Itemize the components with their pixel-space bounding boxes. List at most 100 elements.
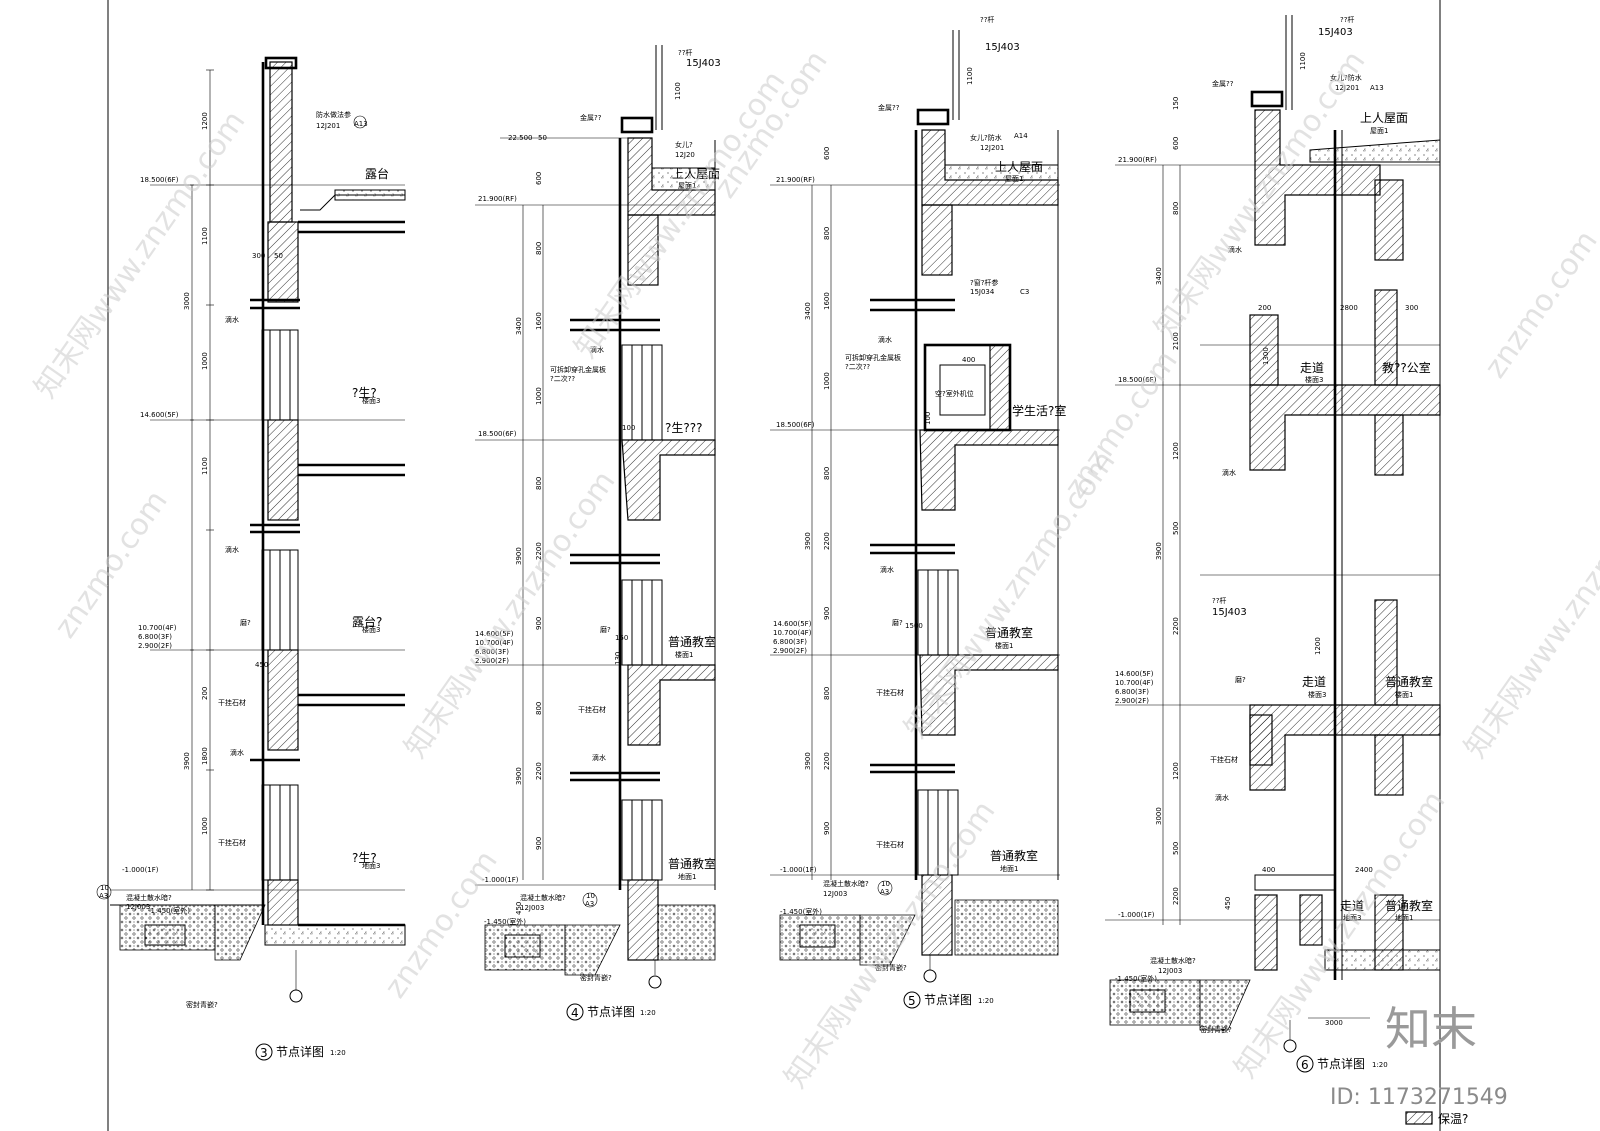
note: 楼面3 [362, 625, 380, 634]
note: 滴水 [590, 345, 604, 354]
note: 130 [614, 652, 622, 665]
dim-text: 3000 [183, 292, 191, 310]
dim-text: 2800 [1340, 304, 1358, 312]
note: 密封青嵌? [1200, 1025, 1232, 1034]
note: 楼面3 [1305, 375, 1323, 384]
detail-4: 22.500 21.900(RF) 18.500(6F) 14.600(5F) … [475, 45, 721, 1021]
note: 15J034 [970, 288, 995, 296]
note: 楼面1 [1395, 690, 1413, 699]
id-text: ID: 1173271549 [1330, 1085, 1508, 1110]
note: 楼面1 [995, 641, 1013, 650]
dim-text: 600 [535, 172, 543, 185]
detail-title: 节点详图 [924, 992, 972, 1007]
note: C3 [1020, 288, 1029, 296]
room-label: 走道 [1302, 675, 1326, 689]
room-label: 普通教室 [668, 856, 716, 871]
detail-6: 21.900(RF) 18.500(6F) 14.600(5F) 10.700(… [1105, 15, 1441, 1073]
note: 磨? [1235, 675, 1246, 684]
dim-text: 2200 [1172, 887, 1180, 905]
note: 磨? [600, 625, 611, 634]
room-label: ?生? [352, 851, 377, 865]
room-label: 上人屋面 [1360, 111, 1408, 125]
dim-text: 3900 [183, 752, 191, 770]
note: 滴水 [1228, 245, 1242, 254]
note: 混凝土散水暗? [520, 893, 566, 902]
detail-title: 节点详图 [587, 1004, 635, 1019]
dim-text: 200 [1258, 304, 1271, 312]
dim-text: 3900 [1155, 542, 1163, 560]
note: 女儿?防水 [1330, 73, 1362, 82]
room-label: 走道 [1340, 899, 1364, 913]
level-label: 6.800(3F) [1115, 688, 1149, 696]
level-label: 14.600(5F) [140, 411, 179, 419]
note: 滴水 [878, 335, 892, 344]
dim-text: 3400 [804, 302, 812, 320]
note: 12J003 [1158, 967, 1182, 975]
note: ??杆 [1212, 596, 1226, 605]
note: 12J201 [316, 122, 340, 130]
detail-number: 3 [260, 1046, 268, 1060]
note: 滴水 [225, 315, 239, 324]
note: ??杆 [1340, 15, 1354, 24]
brand-logo: 知末 [1385, 1002, 1477, 1056]
legend-label: 保温? [1438, 1112, 1468, 1126]
note: 干挂石材 [876, 688, 904, 697]
dim-text: 3000 [1155, 807, 1163, 825]
dim-text: 1000 [823, 372, 831, 390]
note: A14 [1014, 132, 1028, 140]
dim-text: 400 [962, 356, 975, 364]
room-label: 普通教室 [1385, 898, 1433, 913]
note: 地面3 [1343, 913, 1361, 922]
note: 10 [100, 884, 109, 892]
watermark: 知末网www.znzmo.com [1458, 465, 1600, 765]
note: 干挂石材 [218, 838, 246, 847]
dim-text: 3400 [515, 317, 523, 335]
note: 屋面1 [678, 182, 696, 190]
detail-5: 21.900(RF) 18.500(6F) 14.600(5F) 10.700(… [770, 15, 1066, 1009]
dim-text: 1100 [1299, 52, 1307, 70]
note: 15J403 [1212, 607, 1247, 618]
dim-text: 450 [255, 661, 268, 669]
level-label: -1.450(室外) [780, 907, 822, 916]
dim-text: 1300 [1262, 347, 1270, 365]
dim-text: 3900 [515, 547, 523, 565]
note: 地面1 [1000, 864, 1018, 873]
note: ??杆 [980, 15, 994, 24]
note: ?窗?杆参 [970, 278, 998, 287]
note: 10 [881, 880, 890, 888]
note: 100 [622, 424, 635, 432]
level-label: 10.700(4F) [1115, 679, 1154, 687]
dim-text: 450 [515, 902, 523, 915]
level-label: -1.450(室外) [148, 906, 190, 915]
note: 女儿? [675, 140, 693, 149]
note: 楼面3 [1308, 690, 1326, 699]
detail-scale: 1:20 [978, 997, 994, 1005]
note: 滴水 [230, 748, 244, 757]
room-label: 学生活?室 [1012, 403, 1066, 418]
note: 女儿?防水 [970, 133, 1002, 142]
note: 滴水 [880, 565, 894, 574]
dim-text: 2200 [1172, 617, 1180, 635]
note: 12J003 [823, 890, 847, 898]
dim-text: 1000 [535, 387, 543, 405]
level-label: 2.900(2F) [138, 642, 172, 650]
note: 混凝土散水暗? [823, 879, 869, 888]
dim-text: 1200 [1172, 762, 1180, 780]
level-label: 22.500 [508, 134, 533, 142]
detail-scale: 1:20 [1372, 1061, 1388, 1069]
dim-text: 800 [823, 467, 831, 480]
note: ?二次?? [550, 374, 575, 383]
note: 金属?? [878, 103, 900, 112]
note: 干挂石材 [876, 840, 904, 849]
level-label: 2.900(2F) [475, 657, 509, 665]
dim-text: 50 [538, 134, 547, 142]
watermark: 知末网www.znzmo.com [28, 105, 253, 405]
dim-text: 800 [535, 477, 543, 490]
dim-text: 1500 [905, 622, 923, 630]
dim-text: 1100 [201, 457, 209, 475]
legend-swatch [1405, 1111, 1433, 1125]
watermark: 知末网www.znzmo.com [398, 465, 623, 765]
dim-text: 3900 [515, 767, 523, 785]
room-label: 走道 [1300, 361, 1324, 375]
dim-text: 800 [535, 242, 543, 255]
